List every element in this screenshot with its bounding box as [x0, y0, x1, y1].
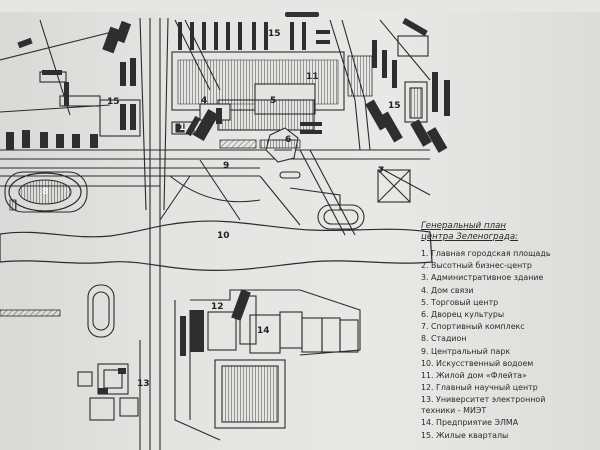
map-label-12: 12 — [211, 302, 224, 312]
map-label-1: 1 — [179, 123, 186, 133]
legend-list: 1. Главная городская площадь 2. Высотный… — [421, 248, 597, 442]
legend-title: Генеральный план центра Зеленограда: — [421, 221, 597, 242]
sheet-top-edge — [0, 0, 600, 12]
map-label-9: 9 — [223, 161, 230, 171]
map-label-7: 7 — [378, 166, 385, 176]
legend-title-line2: центра Зеленограда: — [421, 231, 519, 242]
map-label-15-left: 15 — [107, 97, 120, 107]
legend-item: 12. Главный научный центр — [421, 383, 538, 393]
legend-item: 10. Искусственный водоем — [421, 358, 534, 368]
binder-clip — [285, 12, 319, 17]
map-label-4: 4 — [201, 96, 208, 106]
legend-item: 2. Высотный бизнес-центр — [421, 261, 532, 271]
legend-item: 14. Предприятие ЭЛМА — [421, 418, 519, 428]
legend-item: 5. Торговый центр — [421, 297, 499, 307]
legend-item: 9. Центральный парк — [421, 346, 511, 356]
map-label-14: 14 — [257, 326, 270, 336]
legend-item: 1. Главная городская площадь — [421, 249, 551, 258]
map-label-15-right: 15 — [388, 101, 401, 111]
legend-title-line1: Генеральный план — [421, 221, 506, 231]
map-legend: Генеральный план центра Зеленограда: 1. … — [421, 221, 597, 442]
map-label-8: 8 — [42, 187, 49, 197]
map-label-15-top: 15 — [268, 29, 281, 39]
map-label-11: 11 — [306, 72, 319, 82]
legend-item: 3. Административное здание — [421, 273, 544, 283]
map-label-5: 5 — [270, 96, 277, 106]
map-label-6: 6 — [285, 135, 292, 145]
reservoir-shape — [0, 220, 433, 271]
legend-item: 7. Спортивный комплекс — [421, 322, 525, 332]
legend-item: 15. Жилые кварталы — [421, 430, 509, 440]
legend-item: 6. Дворец культуры — [421, 310, 505, 320]
map-label-10: 10 — [217, 231, 230, 241]
legend-item: 13. Университет электронной техники - МИ… — [421, 395, 546, 416]
legend-item: 8. Стадион — [421, 334, 467, 344]
map-label-13: 13 — [137, 379, 150, 389]
legend-item: 11. Жилой дом «Флейта» — [421, 371, 527, 381]
legend-item: 4. Дом связи — [421, 285, 474, 295]
